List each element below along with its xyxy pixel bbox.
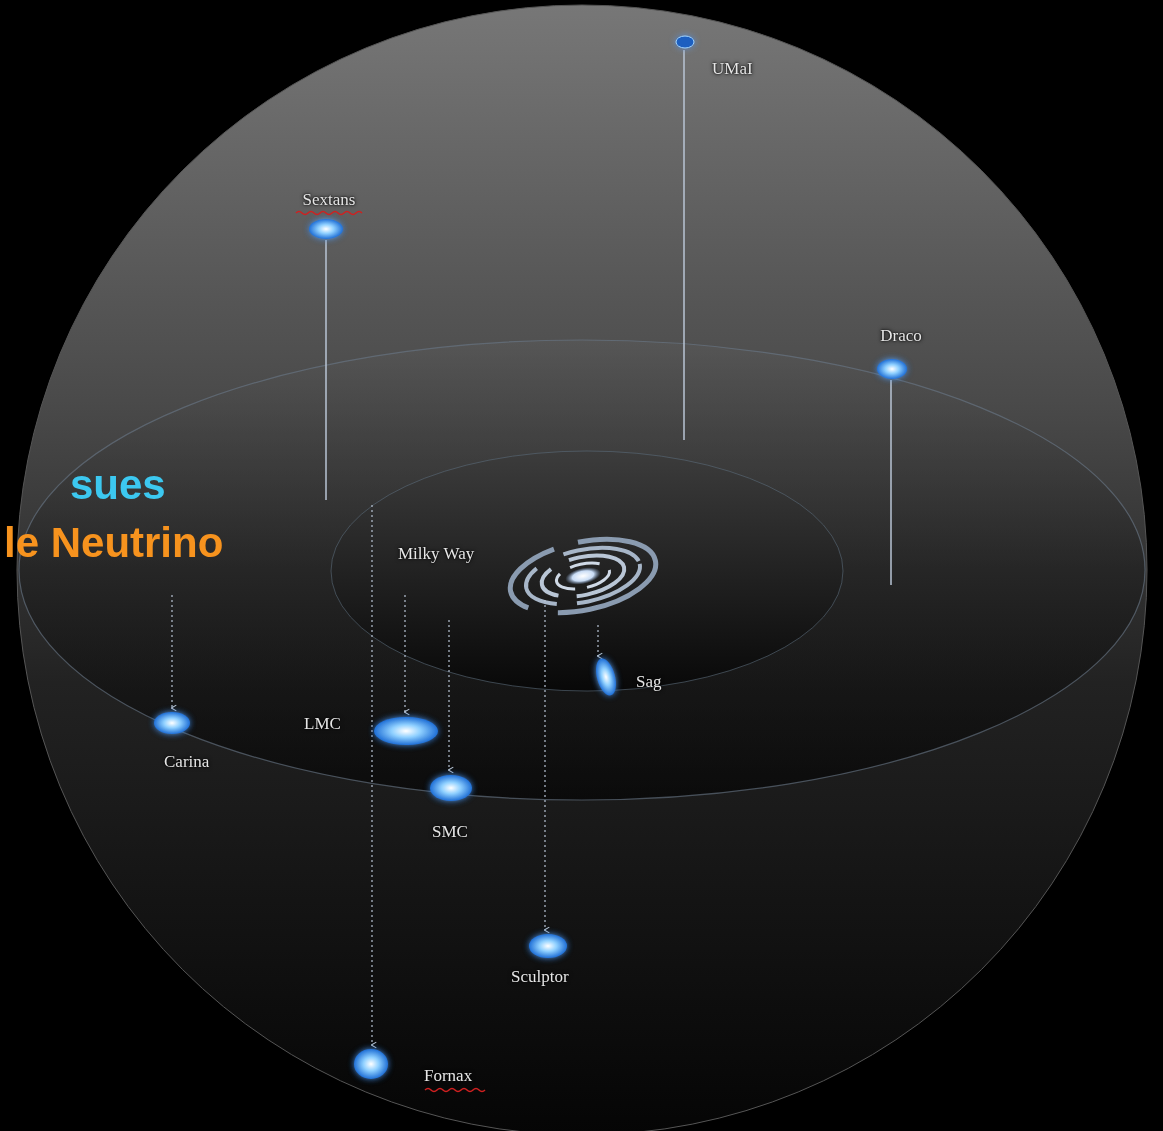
galaxy-label-box: Sextans <box>303 191 356 208</box>
galaxy-label-box: SMC <box>432 823 468 840</box>
galaxy-label: Carina <box>164 753 209 770</box>
galaxy-label-box: Sag <box>636 673 662 690</box>
galaxy-label: Sextans <box>303 191 356 208</box>
galaxy-label: Fornax <box>424 1067 472 1084</box>
slide-title-fragment: sues <box>70 464 166 506</box>
galaxy-label-box: Sculptor <box>511 968 569 985</box>
galaxy-label: LMC <box>304 715 341 732</box>
galaxy-label: Sag <box>636 673 662 690</box>
galaxy-label: Draco <box>880 327 922 344</box>
galaxy-label: SMC <box>432 823 468 840</box>
slide-title-fragment-box: sues <box>70 464 166 506</box>
galaxy-label: Milky Way <box>398 545 474 562</box>
galaxy-label-box: Carina <box>164 753 209 770</box>
galaxy-label-box: Draco <box>880 327 922 344</box>
galaxy-label-box: Milky Way <box>398 545 474 562</box>
galaxy-label: UMaI <box>712 60 753 77</box>
galaxy-label-box: Fornax <box>424 1067 472 1084</box>
slide-title-fragment: le Neutrino <box>4 522 223 564</box>
slide-title-fragment-box: le Neutrino <box>4 522 223 564</box>
galaxy-label-box: LMC <box>304 715 341 732</box>
galaxy-label-box: UMaI <box>712 60 753 77</box>
galaxy-label: Sculptor <box>511 968 569 985</box>
